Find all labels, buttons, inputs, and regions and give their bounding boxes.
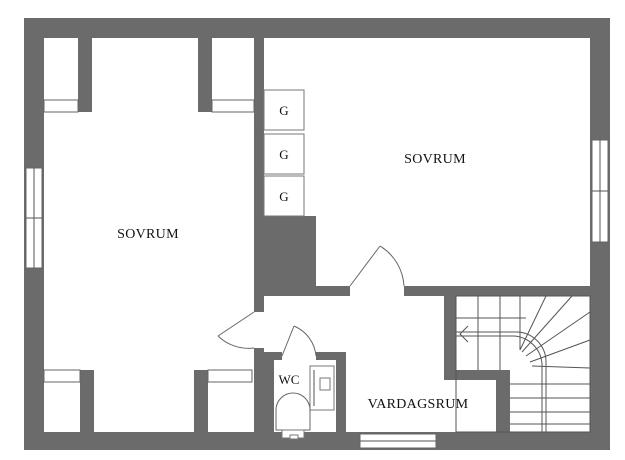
doors [217,245,405,357]
inner-walls [254,38,590,440]
door-right-bedroom [349,245,405,287]
label-bedroom-left: SOVRUM [117,227,179,242]
label-bedroom-right: SOVRUM [404,152,466,167]
stair-arrow-icon [459,325,469,343]
wardrobe-2-label: G [279,147,288,162]
wardrobes: G G G [263,89,305,217]
bottom-niches [43,369,253,432]
wardrobe-1 [263,89,305,131]
wardrobe-2 [263,133,305,175]
top-niches [43,38,255,113]
windows [25,139,609,449]
label-wc: WC [279,372,300,387]
toilet [275,392,311,431]
outer-walls [24,18,610,450]
wardrobe-3-label: G [279,189,288,204]
label-living-room: VARDAGSRUM [368,397,469,412]
door-wc [281,325,317,357]
wardrobe-3 [263,175,305,217]
door-left-bedroom [217,311,255,349]
wc-fixtures [275,365,335,440]
staircase [455,295,591,433]
wardrobe-1-label: G [279,103,288,118]
